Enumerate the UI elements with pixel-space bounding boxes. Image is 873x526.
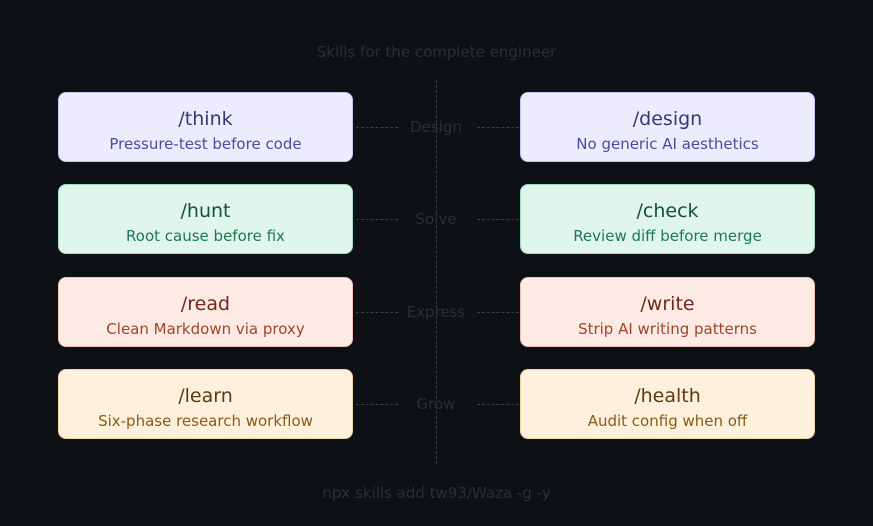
skill-description: Strip AI writing patterns [578,320,757,338]
skill-command: /read [180,293,231,315]
category-label: Grow [416,395,456,413]
row-design: /think Pressure-test before code Design … [0,92,873,164]
connector-left [356,127,398,128]
skill-card-write: /write Strip AI writing patterns [520,277,815,347]
skill-command: /write [640,293,695,315]
skill-description: Audit config when off [587,412,748,430]
connector-right [477,219,519,220]
skill-description: Six-phase research workflow [98,412,313,430]
skill-command: /check [636,200,699,222]
row-solve: /hunt Root cause before fix Solve /check… [0,184,873,256]
skill-card-hunt: /hunt Root cause before fix [58,184,353,254]
category-label: Design [410,118,462,136]
skill-command: /hunt [180,200,231,222]
skill-card-read: /read Clean Markdown via proxy [58,277,353,347]
skill-card-design: /design No generic AI aesthetics [520,92,815,162]
skill-command: /think [178,108,233,130]
skill-command: /learn [178,385,233,407]
skill-card-learn: /learn Six-phase research workflow [58,369,353,439]
skill-card-think: /think Pressure-test before code [58,92,353,162]
connector-right [477,127,519,128]
category-label: Solve [415,210,457,228]
connector-left [356,219,398,220]
connector-right [477,312,519,313]
skill-description: Clean Markdown via proxy [106,320,305,338]
skill-command: /health [634,385,701,407]
skill-description: No generic AI aesthetics [576,135,759,153]
connector-left [356,404,398,405]
connector-right [477,404,519,405]
row-express: /read Clean Markdown via proxy Express /… [0,277,873,349]
diagram-title: Skills for the complete engineer [316,43,557,61]
skill-description: Review diff before merge [573,227,762,245]
skill-command: /design [632,108,703,130]
center-spine-line [436,80,437,464]
skill-card-health: /health Audit config when off [520,369,815,439]
skill-description: Pressure-test before code [109,135,302,153]
category-label: Express [406,303,466,321]
skill-card-check: /check Review diff before merge [520,184,815,254]
install-command: npx skills add tw93/Waza -g -y [322,484,551,502]
connector-left [356,312,398,313]
row-grow: /learn Six-phase research workflow Grow … [0,369,873,441]
skill-description: Root cause before fix [126,227,285,245]
